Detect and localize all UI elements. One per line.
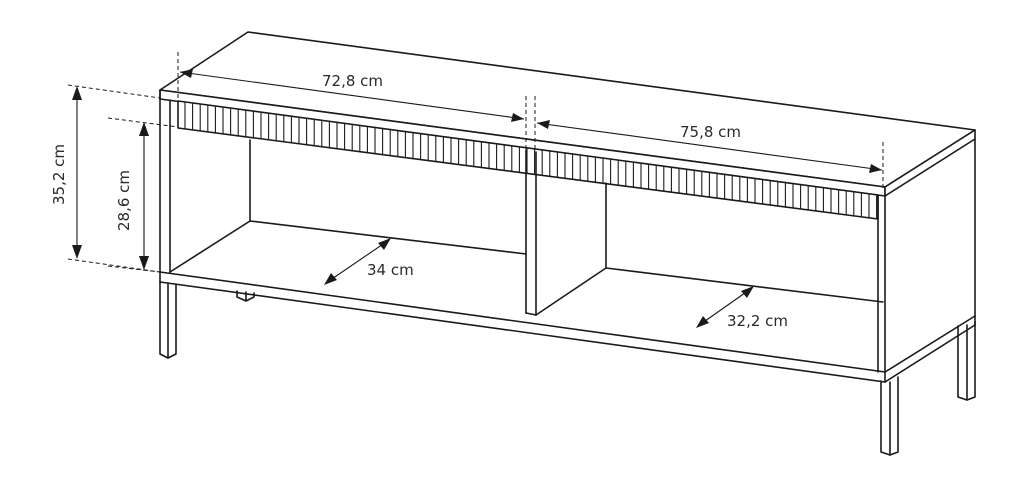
- label-right-width: 75,8 cm: [680, 123, 741, 141]
- dimension-left-depth: 34 cm: [324, 238, 414, 285]
- cabinet-base: [159, 271, 976, 383]
- right-shelf: [605, 267, 884, 303]
- right-side-panel: [877, 138, 976, 373]
- label-left-depth: 34 cm: [367, 261, 414, 279]
- label-left-width: 72,8 cm: [322, 72, 383, 90]
- back-right-leg: [957, 321, 976, 401]
- left-side-panel: [159, 89, 251, 273]
- dimension-left-width: 72,8 cm: [177, 52, 527, 150]
- label-right-depth: 32,2 cm: [727, 312, 788, 330]
- cabinet-top: [159, 31, 976, 197]
- dimension-opening-height: 28,6 cm: [107, 117, 179, 273]
- label-total-height: 35,2 cm: [50, 144, 68, 205]
- left-shelf: [169, 220, 527, 273]
- front-left-leg: [159, 281, 177, 359]
- front-right-leg: [880, 376, 899, 456]
- back-left-leg: [236, 290, 255, 302]
- fluted-front-rail: [177, 100, 879, 220]
- dimension-total-height: 35,2 cm: [50, 84, 161, 273]
- label-opening-height: 28,6 cm: [115, 170, 133, 231]
- dimension-right-width: 75,8 cm: [534, 96, 884, 188]
- dimension-right-depth: 32,2 cm: [696, 286, 788, 330]
- center-divider: [525, 149, 607, 316]
